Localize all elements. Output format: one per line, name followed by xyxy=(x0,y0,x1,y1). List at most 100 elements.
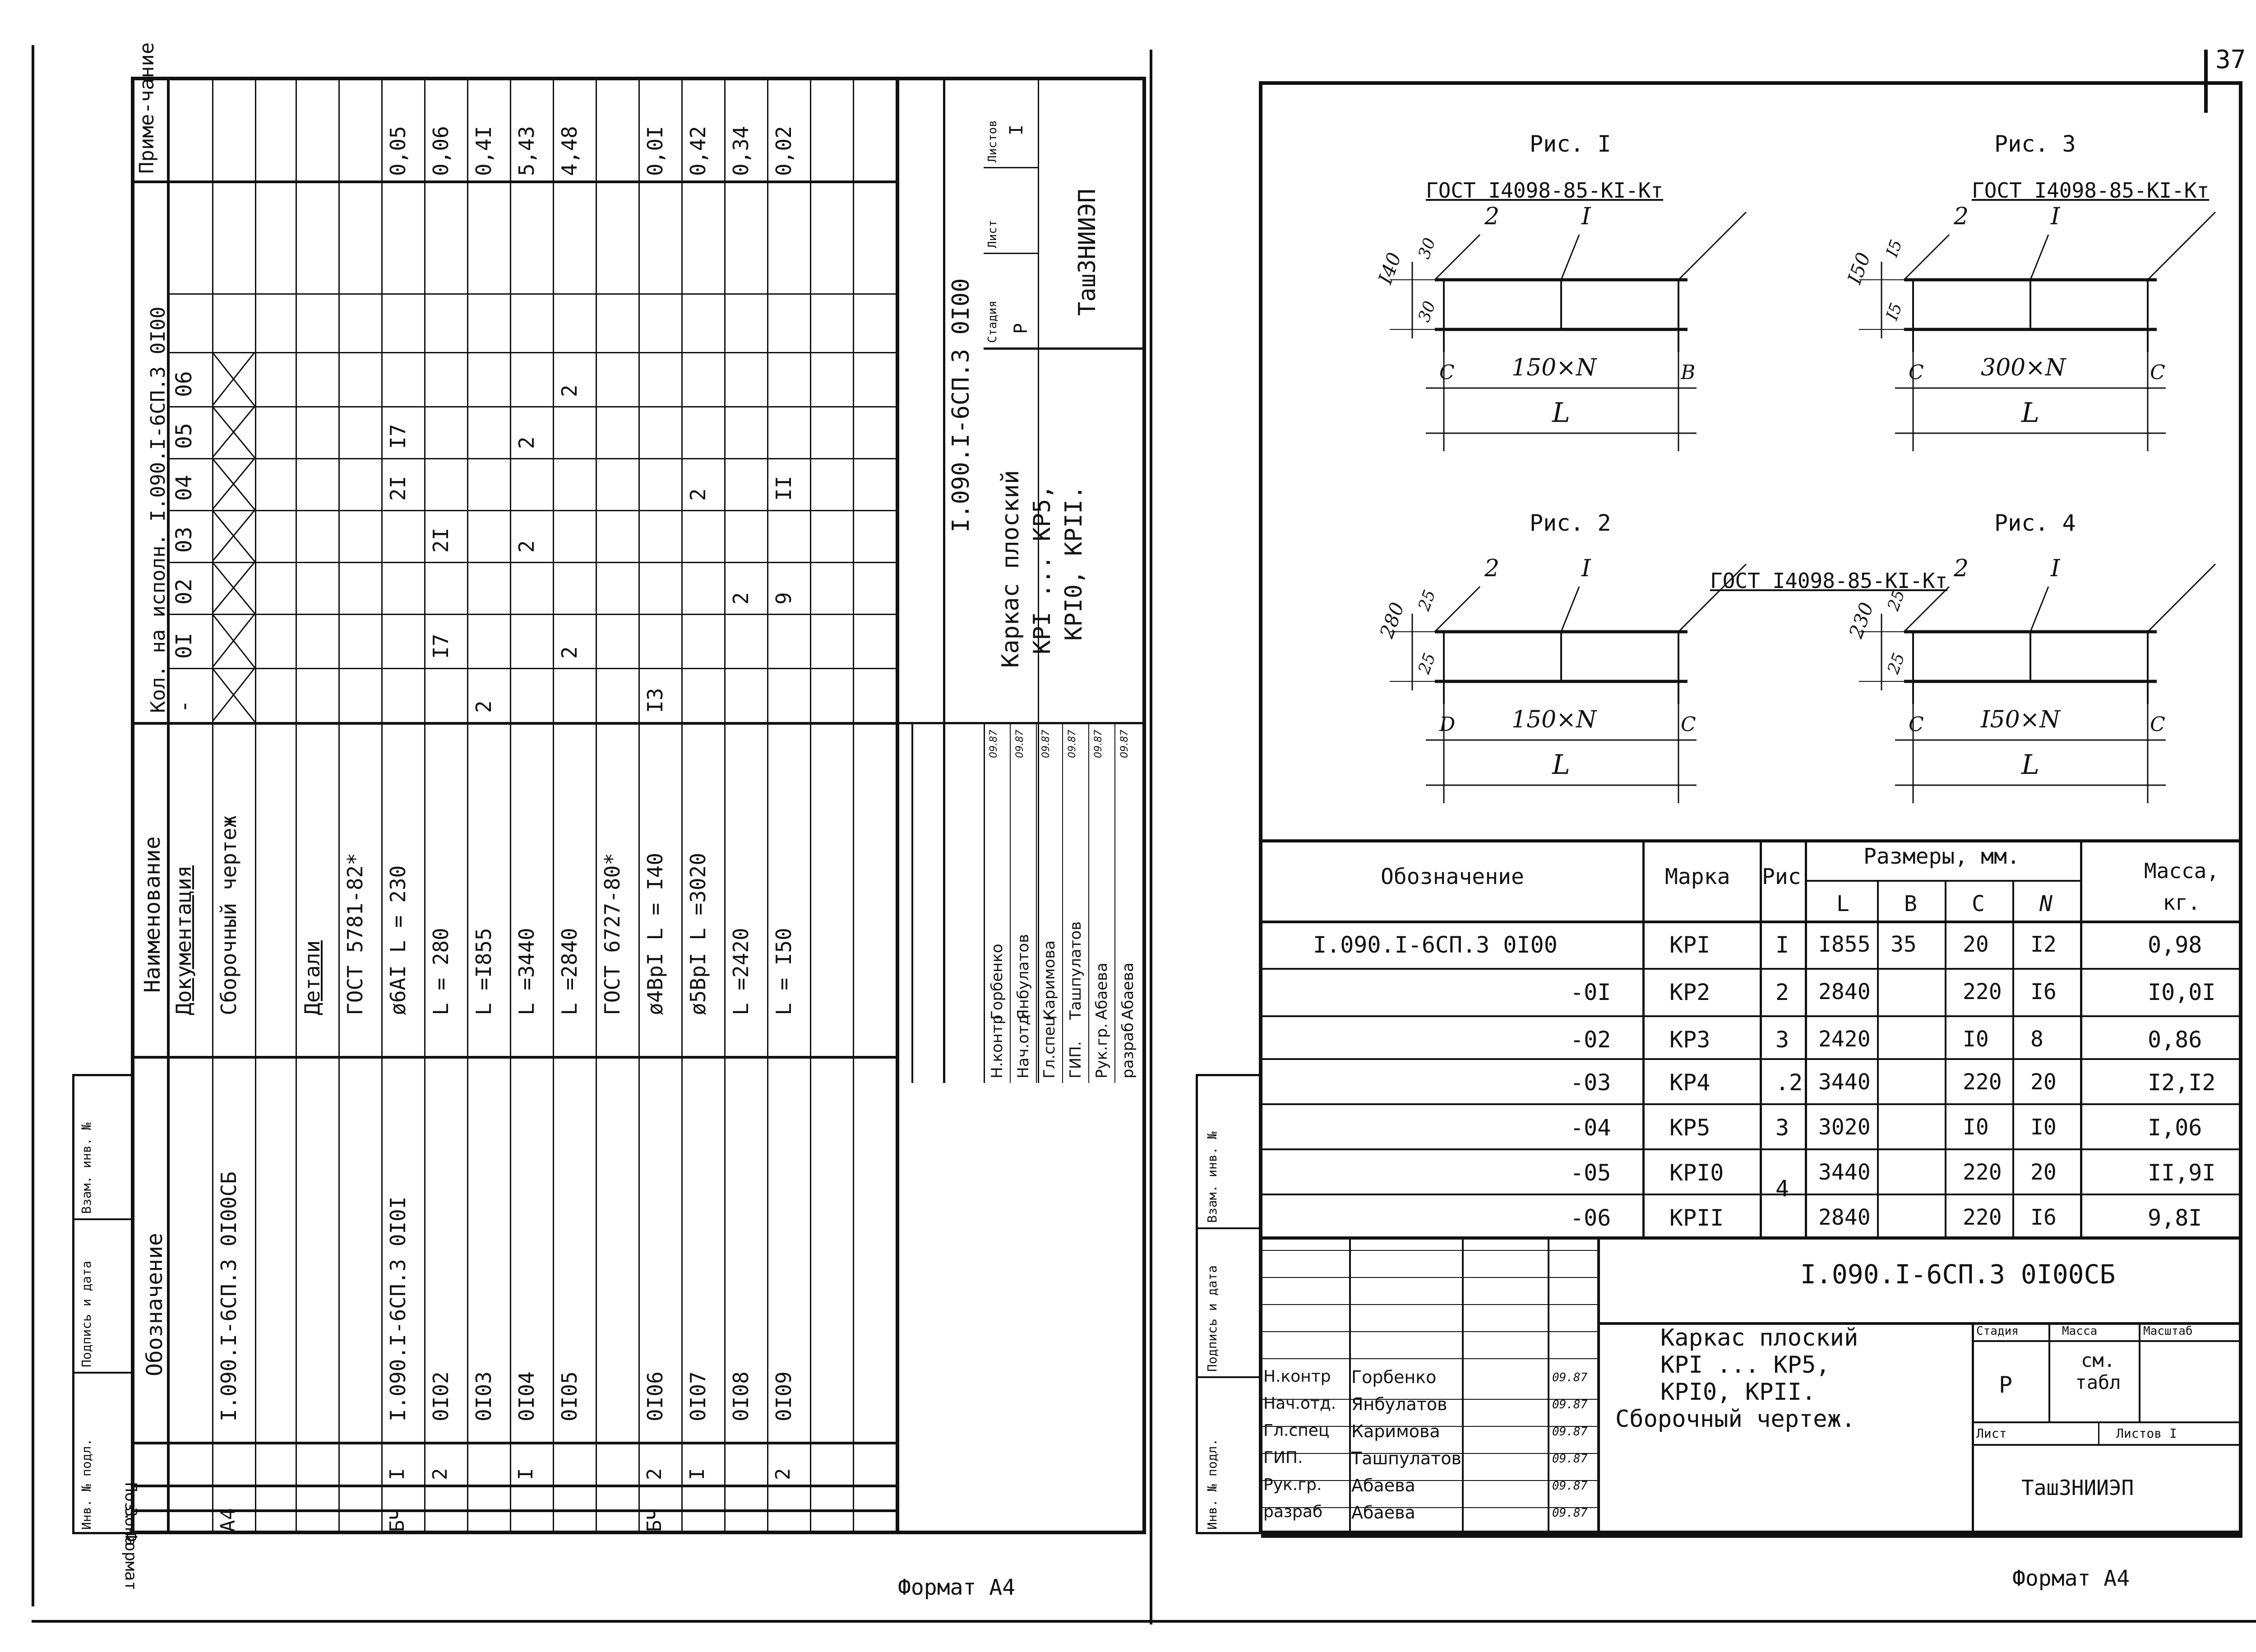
figure-gost-label: ГОСТ I4098-85-КI-Кт xyxy=(1972,178,2210,203)
spec-row-divider xyxy=(381,77,383,1534)
stamp-line xyxy=(1972,1340,2242,1342)
cross-mark xyxy=(212,510,255,562)
spec-row-divider xyxy=(767,77,768,1534)
stamp-line xyxy=(911,722,913,1083)
spec-row-divider xyxy=(338,77,340,1534)
table-row-line xyxy=(1261,1194,2242,1195)
stamp-line xyxy=(984,722,985,1083)
stamp-line xyxy=(1038,77,1039,1083)
drawing-line xyxy=(1903,234,1950,281)
fig-pitch: 150×N xyxy=(1512,706,1597,733)
fig-end-label: С xyxy=(2150,713,2165,736)
left-sheet-edge xyxy=(32,45,34,1606)
qty-col-line xyxy=(167,458,896,459)
fig-callout-1: I xyxy=(1581,555,1591,582)
stamp-line xyxy=(2139,1322,2140,1421)
stamp-top xyxy=(1261,1236,2242,1240)
spec-row-divider xyxy=(553,77,554,1534)
stamp-date: 09.87 xyxy=(1552,1506,1588,1520)
fig-length-label: L xyxy=(1552,749,1570,781)
spec-row-divider xyxy=(853,77,854,1534)
td-C: 220 xyxy=(1963,1205,2002,1230)
spec-row-divider xyxy=(724,77,726,1534)
td-N: 20 xyxy=(2030,1069,2057,1095)
stamp-role: Гл.спец xyxy=(1263,1421,1330,1440)
td-L: 2840 xyxy=(1818,1205,1871,1230)
th-B: B xyxy=(1904,891,1917,916)
spec-band-line xyxy=(131,722,896,725)
stamp-line xyxy=(984,167,1038,168)
td-fig: 3 xyxy=(1775,1027,1789,1053)
side-strip-line xyxy=(1196,1376,1261,1378)
qty-col-line xyxy=(167,562,896,563)
table-row-line xyxy=(1261,1148,2242,1150)
td-mass: 9,8I xyxy=(2148,1205,2202,1231)
td-designation: -05 xyxy=(1570,1160,1611,1186)
table-col-line xyxy=(2012,880,2014,1236)
cross-mark xyxy=(212,668,255,722)
spec-row-divider xyxy=(424,77,425,1534)
stamp-row-line xyxy=(1261,1453,1597,1454)
td-N: I6 xyxy=(2030,1205,2057,1230)
header-band-line xyxy=(167,77,170,1534)
figure-title: Рис. 2 xyxy=(1530,510,1611,536)
stamp-line xyxy=(1597,1322,2242,1325)
drawing-line xyxy=(1678,563,1747,633)
table-row-line xyxy=(1261,968,2242,970)
drawing-line xyxy=(1560,586,1580,632)
table-col-line xyxy=(2080,839,2082,1236)
table-top xyxy=(1261,839,2242,842)
figure-title: Рис. 3 xyxy=(1994,131,2076,157)
spec-row-divider xyxy=(810,77,811,1534)
spec-row-divider xyxy=(212,77,213,1534)
td-C: 220 xyxy=(1963,1069,2002,1095)
spec-band-line xyxy=(131,1485,896,1487)
td-designation: -06 xyxy=(1570,1205,1611,1231)
td-designation: I.090.I-6СП.3 0I00 xyxy=(1313,932,1558,958)
stamp-role: Н.контр xyxy=(1263,1367,1331,1386)
td-C: I0 xyxy=(1963,1115,1989,1140)
td-mass: I0,0I xyxy=(2148,979,2216,1005)
stamp-line xyxy=(984,253,1038,254)
td-designation: -02 xyxy=(1570,1027,1611,1053)
stamp-line xyxy=(1088,722,1089,1083)
stamp-row-line xyxy=(1261,1426,1597,1427)
stamp-line xyxy=(1036,722,1037,1083)
stamp-stage-label: Стадия xyxy=(1976,1324,2019,1338)
stamp-stage: Р xyxy=(1999,1372,2013,1398)
fig-pitch: 150×N xyxy=(1512,354,1597,381)
td-mass: II,9I xyxy=(2148,1160,2216,1186)
stamp-row-line xyxy=(1261,1480,1597,1481)
fig-callout-2: 2 xyxy=(1484,555,1500,582)
stamp-person-name: Абаева xyxy=(1351,1476,1415,1495)
stamp-role: Рук.гр. xyxy=(1263,1476,1322,1494)
stamp-person-name: Горбенко xyxy=(1351,1367,1437,1387)
spec-row-divider xyxy=(510,77,511,1534)
format-label-right: Формат А4 xyxy=(2012,1566,2130,1591)
td-B: 35 xyxy=(1891,932,1917,957)
td-N: I2 xyxy=(2030,932,2057,957)
cross-mark xyxy=(212,562,255,614)
table-row-line xyxy=(1261,1103,2242,1105)
side-strip-line xyxy=(1196,1227,1261,1229)
figure-title: Рис. I xyxy=(1530,131,1611,157)
qty-col-line xyxy=(167,293,896,295)
right-side-strip xyxy=(1196,1074,1261,1534)
td-mass: I2,I2 xyxy=(2148,1069,2216,1096)
td-L: 3440 xyxy=(1818,1069,1871,1095)
stamp-date: 09.87 xyxy=(1552,1425,1588,1439)
sheet-fold-line xyxy=(1150,50,1152,1624)
table-subhead-line xyxy=(1805,880,2080,882)
figure-gost-label: ГОСТ I4098-85-КI-Кт xyxy=(1426,178,1664,203)
td-L: 3020 xyxy=(1818,1115,1871,1140)
th-mark: Марка xyxy=(1665,864,1730,889)
spec-row-divider xyxy=(596,77,597,1534)
stamp-role: ГИП. xyxy=(1263,1448,1303,1467)
fig-callout-2: 2 xyxy=(1484,203,1500,230)
page-number: 37 xyxy=(2215,45,2246,74)
stamp-date: 09.87 xyxy=(1552,1452,1588,1466)
spec-band-line xyxy=(131,1509,896,1512)
fig-pitch: 300×N xyxy=(1981,354,2066,381)
stamp-scale-label: Масштаб xyxy=(2143,1324,2193,1338)
stamp-person-name: Каримова xyxy=(1351,1421,1440,1441)
